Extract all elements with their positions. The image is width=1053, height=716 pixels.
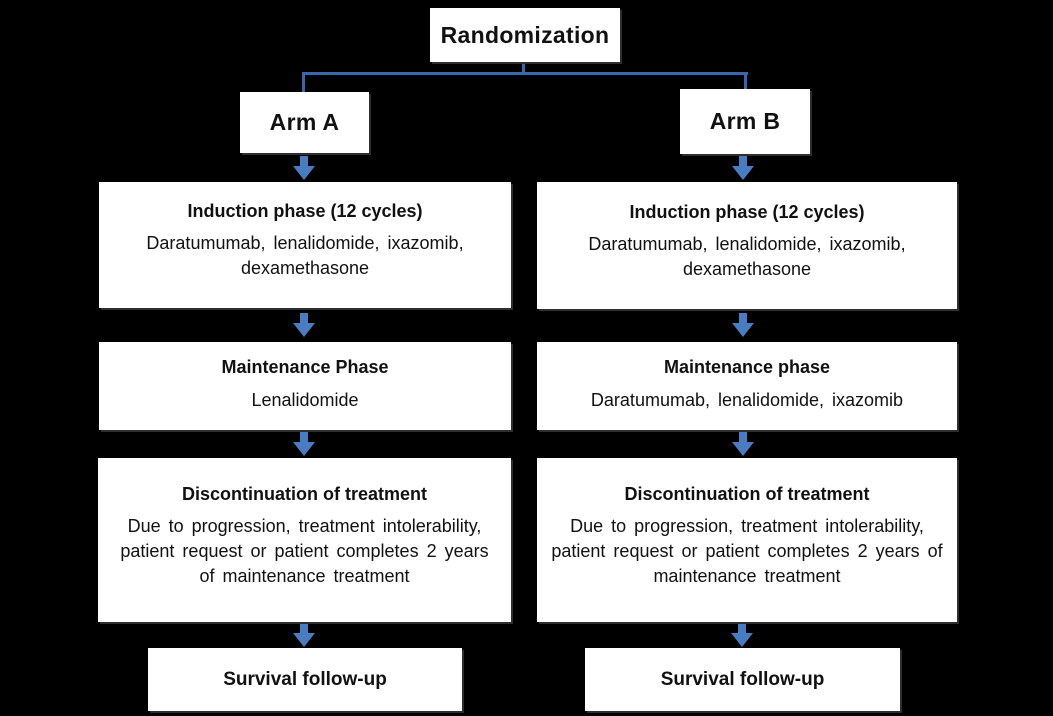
randomization-box: Randomization bbox=[430, 8, 620, 62]
discontinuation-box-arm-b: Discontinuation of treatment Due to prog… bbox=[537, 458, 957, 622]
connector-line-arm-a-stub bbox=[302, 72, 305, 93]
down-arrow-icon bbox=[292, 313, 316, 337]
maintenance-box-arm-a: Maintenance Phase Lenalidomide bbox=[99, 342, 511, 430]
connector-line-arm-b-stub bbox=[744, 72, 747, 91]
down-arrow-icon bbox=[731, 313, 755, 337]
induction-title: Induction phase (12 cycles) bbox=[187, 201, 423, 222]
maintenance-title: Maintenance Phase bbox=[221, 357, 389, 378]
induction-box-arm-a: Induction phase (12 cycles) Daratumumab,… bbox=[99, 182, 511, 308]
arm-b-label: Arm B bbox=[709, 108, 781, 134]
survival-label: Survival follow-up bbox=[660, 668, 825, 690]
down-arrow-icon bbox=[292, 156, 316, 180]
connector-line-horizontal bbox=[302, 72, 748, 75]
discontinuation-body: Due to progression, treatment intolerabi… bbox=[551, 515, 943, 586]
down-arrow-icon bbox=[731, 156, 755, 180]
discontinuation-title: Discontinuation of treatment bbox=[181, 483, 427, 504]
randomization-label: Randomization bbox=[440, 21, 610, 48]
survival-label: Survival follow-up bbox=[223, 668, 387, 690]
maintenance-title: Maintenance phase bbox=[663, 357, 831, 378]
down-arrow-icon bbox=[730, 623, 754, 647]
arm-a-label: Arm A bbox=[269, 109, 340, 135]
survival-box-arm-a: Survival follow-up bbox=[148, 648, 462, 711]
discontinuation-body: Due to progression, treatment intolerabi… bbox=[120, 515, 489, 586]
arm-b-box: Arm B bbox=[680, 89, 810, 154]
connector-line-top-stub bbox=[522, 62, 525, 74]
induction-body: Daratumumab, lenalidomide, ixazomib, dex… bbox=[146, 233, 464, 279]
maintenance-box-arm-b: Maintenance phase Daratumumab, lenalidom… bbox=[537, 342, 957, 430]
down-arrow-icon bbox=[731, 432, 755, 456]
arm-a-box: Arm A bbox=[240, 92, 369, 153]
induction-box-arm-b: Induction phase (12 cycles) Daratumumab,… bbox=[537, 182, 957, 309]
induction-body: Daratumumab, lenalidomide, ixazomib, dex… bbox=[588, 233, 906, 279]
maintenance-body: Daratumumab, lenalidomide, ixazomib bbox=[590, 389, 904, 410]
down-arrow-icon bbox=[292, 432, 316, 456]
discontinuation-title: Discontinuation of treatment bbox=[624, 483, 870, 504]
maintenance-body: Lenalidomide bbox=[251, 389, 359, 410]
induction-title: Induction phase (12 cycles) bbox=[629, 201, 865, 222]
down-arrow-icon bbox=[292, 623, 316, 647]
discontinuation-box-arm-a: Discontinuation of treatment Due to prog… bbox=[98, 458, 511, 622]
survival-box-arm-b: Survival follow-up bbox=[585, 648, 900, 711]
